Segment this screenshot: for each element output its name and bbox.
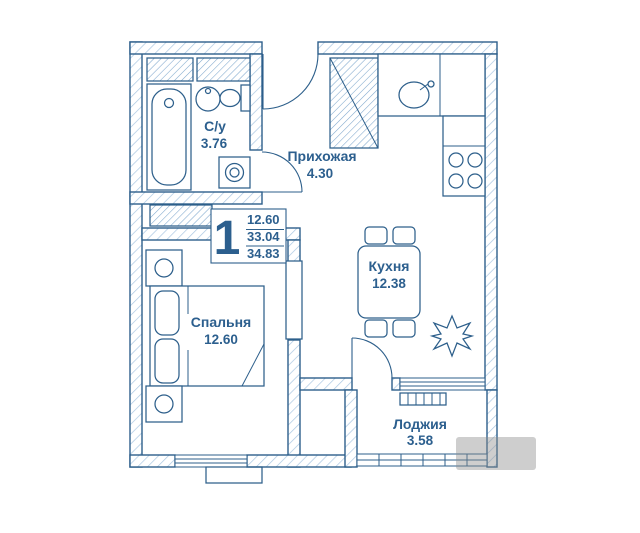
hallway-area: 4.30 — [307, 166, 333, 181]
loggia-fixtures — [399, 392, 447, 406]
radiator — [399, 392, 447, 406]
wall-bottom-left — [129, 454, 176, 468]
kitchen-fixtures — [357, 53, 486, 358]
sink — [195, 86, 221, 112]
bathroom-fixtures — [146, 57, 251, 191]
entry-door — [262, 53, 319, 110]
stamp-total-area: 34.83 — [247, 246, 280, 261]
stamp-box — [210, 208, 287, 264]
loggia-door — [351, 337, 393, 379]
chair — [364, 319, 388, 338]
loggia-area: 3.58 — [407, 433, 434, 448]
wall-bedroom-right-upper — [287, 239, 301, 263]
chair — [392, 319, 416, 338]
bedroom-area: 12.60 — [204, 332, 238, 347]
bedside-cabinet-top — [145, 249, 183, 287]
wall-loggia-right — [486, 389, 498, 468]
plant — [429, 314, 475, 358]
stamp-rooms-count: 1 — [214, 212, 241, 265]
wall-bathroom-right — [249, 53, 263, 151]
wall-kitchen-loggia-pier — [391, 377, 401, 391]
bedroom-doorway-opening — [285, 260, 303, 340]
toilet — [219, 84, 251, 112]
loggia-glazing — [356, 453, 488, 467]
wall-top-right — [317, 41, 498, 55]
kitchen-label: Кухня — [369, 258, 410, 274]
bathtub — [146, 83, 192, 191]
bedside-cabinet-bottom — [145, 385, 183, 423]
watermark — [456, 437, 536, 470]
wall-bedroom-right-lower — [287, 339, 301, 468]
summary-stamp: 1 12.60 33.04 34.83 — [210, 208, 287, 265]
kitchen-sink — [398, 80, 435, 109]
bathroom-door — [261, 151, 303, 193]
loggia-label: Лоджия — [393, 416, 447, 432]
labels-group: С/у 3.76 Прихожая 4.30 Кухня 12.38 Спаль… — [191, 118, 447, 448]
kitchen-loggia-window — [399, 377, 486, 391]
doors-group — [261, 53, 393, 379]
wall-left — [129, 41, 143, 468]
bathroom-shelf-left — [146, 57, 194, 82]
wall-kitchen-loggia-left — [299, 377, 353, 391]
stamp-living-area: 12.60 — [247, 212, 280, 227]
windows-group — [174, 377, 488, 484]
dining-table — [357, 226, 421, 338]
bed — [149, 285, 265, 387]
wall-top-left — [129, 41, 263, 55]
hallway-label: Прихожая — [287, 148, 356, 164]
chair — [364, 226, 388, 245]
bedroom-label: Спальня — [191, 314, 251, 330]
bedroom-fixtures — [145, 249, 265, 423]
bedroom-window — [174, 454, 248, 468]
bathroom-area: 3.76 — [201, 136, 228, 151]
wall-right — [484, 53, 498, 391]
wall-loggia-left — [344, 389, 358, 468]
wall-bathroom-bottom — [129, 191, 263, 205]
washing-machine — [218, 156, 251, 189]
hallway-fixtures — [149, 57, 379, 227]
stamp-area: 33.04 — [247, 229, 280, 244]
chair — [392, 226, 416, 245]
corridor-cabinet — [149, 204, 213, 227]
stove — [448, 152, 483, 189]
kitchen-counter-top — [377, 53, 486, 117]
bathroom-label: С/у — [204, 118, 226, 134]
walls-group — [129, 41, 498, 468]
hallway-wardrobe-diagonal — [329, 57, 379, 149]
bathroom-shelf-right — [196, 57, 251, 82]
wall-bottom-mid — [246, 454, 352, 468]
window-sill-exterior — [205, 466, 263, 484]
kitchen-area: 12.38 — [372, 276, 406, 291]
